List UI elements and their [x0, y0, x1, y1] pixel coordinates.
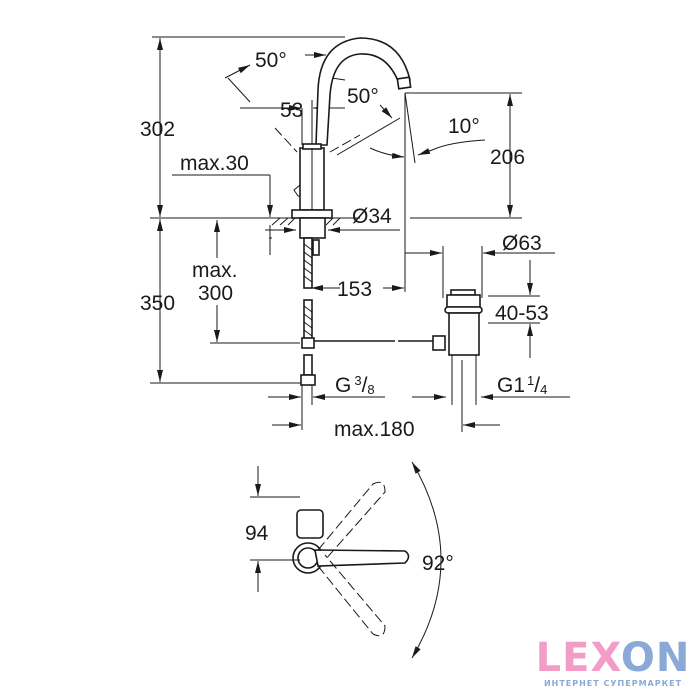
extension-lines: [150, 36, 540, 432]
logo-subtitle: ИНТЕРНЕТ СУПЕРМАРКЕТ: [543, 679, 683, 688]
dim-spout-angle-right: 50°: [347, 85, 379, 108]
dim-hose-max: max.: [192, 259, 238, 282]
dim-base-diameter: Ø34: [352, 205, 392, 228]
dim-height-total: 302: [140, 118, 175, 141]
dim-below-height: 350: [140, 292, 175, 315]
faucet-top-view: [250, 461, 442, 659]
dim-reach: 153: [337, 278, 372, 301]
dim-drain-range: 40-53: [495, 302, 549, 325]
dim-spout-tilt: 10°: [448, 115, 480, 138]
dim-drain-diameter: Ø63: [502, 232, 542, 255]
logo-wordmark: LEXON: [535, 635, 691, 681]
lexon-logo: LEXON ИНТЕРНЕТ СУПЕРМАРКЕТ: [533, 637, 693, 688]
drain-assembly: [432, 289, 483, 405]
dim-lever-offset: 94: [245, 522, 269, 545]
dim-spout-height: 206: [490, 146, 525, 169]
dimension-arrows: [157, 38, 570, 428]
dim-spout-width: 53: [280, 99, 303, 122]
dim-max-thickness: max.30: [180, 152, 249, 175]
dim-spout-angle-left: 50°: [255, 49, 287, 72]
dim-max-distance: max.180: [334, 418, 415, 441]
dim-hose-max-value: 300: [198, 282, 233, 305]
dim-lever-rotation: 92°: [422, 552, 454, 575]
